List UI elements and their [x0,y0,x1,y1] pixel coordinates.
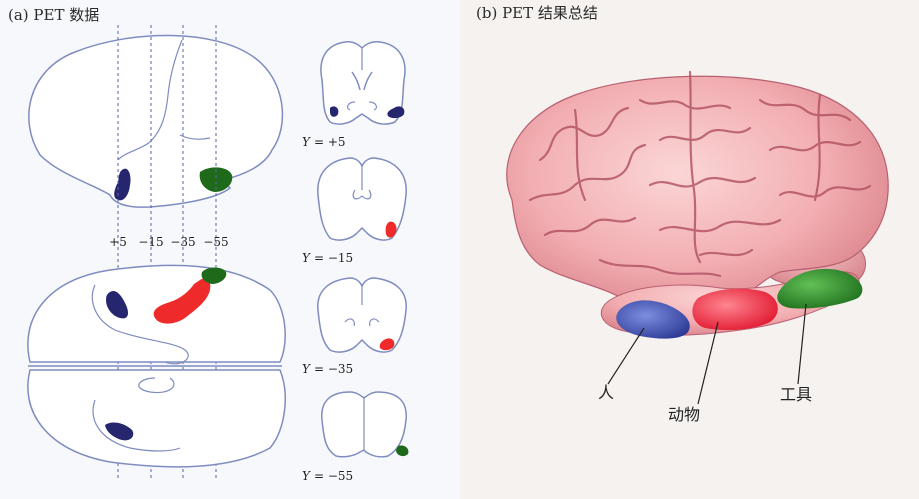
animal-region [692,288,778,330]
tool-activation-ventral [201,267,227,284]
person-region [616,300,690,339]
coronal-label-minus15-value: = −15 [314,251,353,265]
slice-label-minus55: −55 [203,235,228,249]
person-activation-ventral-bottom [105,422,134,441]
slice-label-minus15: −15 [138,235,163,249]
slice-label-plus5: +5 [109,235,127,249]
coronal-label-plus5-value: = +5 [314,135,346,149]
cerebrum [506,75,889,317]
coronal-slice-minus55 [321,391,409,458]
panel-a-title: (a) PET 数据 [8,6,100,24]
slice-label-minus35: −35 [170,235,195,249]
person-activation-ventral-top [106,290,128,319]
coronal-label-minus55-axis: Y [302,469,311,483]
brain-3d-illustration [506,70,889,339]
label-person: 人 [598,383,614,402]
animal-activation-ventral [153,278,211,324]
coronal-slice-plus5 [320,41,406,125]
coronal-label-minus35-axis: Y [302,362,311,376]
coronal-label-minus35-value: = −35 [314,362,353,376]
label-tool: 工具 [780,385,812,404]
lateral-brain-view [28,34,284,208]
coronal-label-plus5-axis: Y [302,135,311,149]
coronal-slice-minus15 [317,157,407,241]
label-animal: 动物 [668,405,700,424]
coronal-slice-minus35 [317,277,407,353]
coronal-label-minus15-axis: Y [302,251,311,265]
person-activation-lateral [114,168,131,201]
coronal-label-minus55-value: = −55 [314,469,353,483]
tool-region [777,268,863,309]
panel-b-title: (b) PET 结果总结 [476,4,598,22]
tool-activation-lateral [199,167,233,192]
ventral-brain-view [27,264,286,468]
callout-lines [607,303,807,405]
